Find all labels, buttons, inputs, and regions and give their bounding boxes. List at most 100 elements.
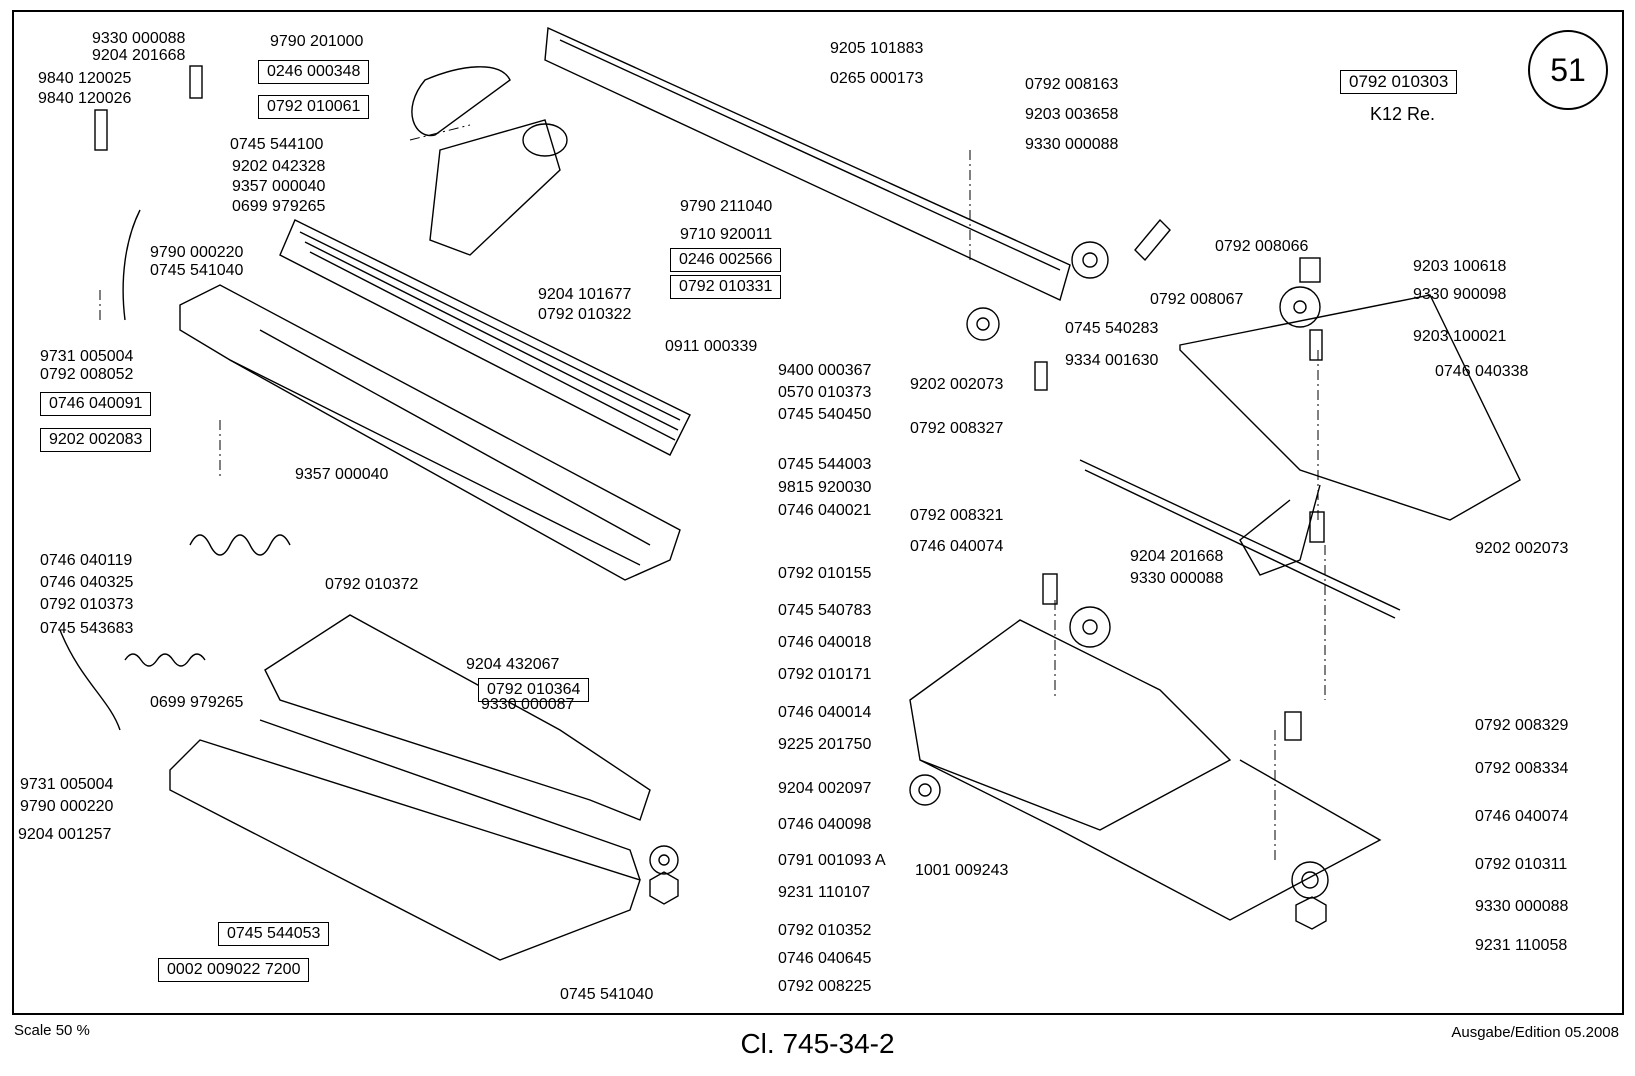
header-ref-box: 0792 010303 [1340, 70, 1458, 94]
part-number-label: 9204 201668 [92, 47, 186, 64]
part-number-label: 9204 201668 [1130, 548, 1224, 565]
drawing-title: Cl. 745-34-2 [740, 1028, 895, 1059]
part-number-label: 9202 042328 [232, 158, 326, 175]
part-number-label: 0792 010311 [1475, 856, 1568, 873]
part-number-label: 0246 002566 [670, 248, 782, 272]
edition-note: Ausgabe/Edition 05.2008 [1451, 1024, 1619, 1041]
part-number-label: 9357 000040 [232, 178, 326, 195]
part-number-label: 0265 000173 [830, 70, 924, 87]
part-number-label: 9790 211040 [680, 198, 773, 215]
part-number-label: 9731 005004 [20, 776, 114, 793]
part-number-label: 9203 100618 [1413, 258, 1507, 275]
part-number-label: 0792 010352 [778, 922, 872, 939]
part-number-label: 0570 010373 [778, 384, 872, 401]
part-number-label: 9231 110107 [778, 884, 871, 901]
part-number-label: 0746 040021 [778, 502, 872, 519]
part-number-label: 0745 544053 [218, 922, 330, 946]
part-number-label: 0745 540783 [778, 602, 872, 619]
part-number-label: 9330 900098 [1413, 286, 1507, 303]
part-number-label: 0792 010171 [778, 666, 872, 683]
part-number-label: 0746 040645 [778, 950, 872, 967]
part-number-label: 0792 010155 [778, 565, 872, 582]
part-number-label: 9205 101883 [830, 40, 924, 57]
part-number-label: 0746 040325 [40, 574, 134, 591]
part-number-label: 9204 001257 [18, 826, 112, 843]
part-number-label: 0746 040074 [910, 538, 1004, 555]
part-number-label: 9840 120026 [38, 90, 132, 107]
part-number-label: 9731 005004 [40, 348, 134, 365]
cylinder-part [411, 66, 511, 137]
part-number-label: 9204 101677 [538, 286, 632, 303]
part-number-label: 9330 000087 [481, 696, 575, 713]
part-number-label: 0246 000348 [258, 60, 370, 84]
part-number-label: 0745 540283 [1065, 320, 1159, 337]
part-number-label: 0792 010373 [40, 596, 134, 613]
channel-part [179, 284, 681, 581]
part-number-label: 0699 979265 [232, 198, 326, 215]
part-number-label: 0792 008327 [910, 420, 1004, 437]
part-number-label: 9204 432067 [466, 656, 560, 673]
bottom-plate-part [909, 619, 1232, 831]
part-number-label: 1001 009243 [915, 862, 1009, 879]
part-number-label: 0792 008052 [40, 366, 134, 383]
slotted-plate-part [1179, 294, 1521, 521]
part-number-label: 9815 920030 [778, 479, 872, 496]
part-number-label: 9710 920011 [680, 226, 773, 243]
part-number-label: 0746 040091 [40, 392, 152, 416]
part-number-label: 9202 002073 [1475, 540, 1569, 557]
part-number-label: 0745 543683 [40, 620, 134, 637]
part-number-label: 0792 008066 [1215, 238, 1309, 255]
part-number-label: 0792 010061 [258, 95, 370, 119]
part-number-label: 0792 010364 [478, 678, 590, 702]
part-number-label: 9334 001630 [1065, 352, 1159, 369]
part-number-label: 9330 000088 [1130, 570, 1224, 587]
scale-note: Scale 50 % [14, 1022, 90, 1039]
part-number-label: 9203 100021 [1413, 328, 1507, 345]
upper-bar-part [544, 26, 1071, 301]
part-number-label: 0792 008321 [910, 507, 1004, 524]
part-number-label: 9202 002083 [40, 428, 152, 452]
part-number-label: 9840 120025 [38, 70, 132, 87]
part-number-label: 9790 000220 [20, 798, 114, 815]
spring-part [189, 534, 291, 556]
part-number-label: 0746 040338 [1435, 363, 1529, 380]
drawing-frame [12, 10, 1624, 1015]
part-number-label: 0745 544100 [230, 136, 324, 153]
part-number-label: 0699 979265 [150, 694, 244, 711]
part-number-label: 9204 002097 [778, 780, 872, 797]
part-number-label: 9790 000220 [150, 244, 244, 261]
part-number-label: 9202 002073 [910, 376, 1004, 393]
part-number-label: 0792 008067 [1150, 291, 1244, 308]
part-number-label: 0792 008163 [1025, 76, 1119, 93]
part-number-label: 0792 010372 [325, 576, 419, 593]
page-number: 51 [1528, 30, 1608, 110]
comb-plate-part [169, 739, 641, 961]
part-number-label: 0792 010322 [538, 306, 632, 323]
part-number-label: 0791 001093 A [778, 852, 886, 869]
part-number-label: 9203 003658 [1025, 106, 1119, 123]
feeder-arm-part [264, 614, 651, 821]
part-number-label: 0911 000339 [665, 338, 758, 355]
part-number-label: 0792 010331 [670, 275, 782, 299]
part-number-label: 0746 040018 [778, 634, 872, 651]
part-number-label: 9330 000088 [92, 30, 186, 47]
part-number-label: 9330 000088 [1475, 898, 1569, 915]
part-number-label: 9231 110058 [1475, 937, 1568, 954]
part-number-label: 0746 040098 [778, 816, 872, 833]
part-number-label: 9330 000088 [1025, 136, 1119, 153]
part-number-label: 0745 541040 [560, 986, 654, 1003]
part-number-label: 0792 008334 [1475, 760, 1569, 777]
needle-rail-part [279, 219, 691, 456]
part-number-label: 0746 040014 [778, 704, 872, 721]
part-number-label: 0746 040074 [1475, 808, 1569, 825]
part-number-label: 0745 541040 [150, 262, 244, 279]
part-number-label: 0002 009022 7200 [158, 958, 310, 982]
part-number-label: 0746 040119 [40, 552, 133, 569]
part-number-label: 0745 540450 [778, 406, 872, 423]
part-number-label: 9400 000367 [778, 362, 872, 379]
part-number-label: 0745 544003 [778, 456, 872, 473]
type-code: K12 Re. [1370, 104, 1436, 124]
part-number-label: 0792 008329 [1475, 717, 1569, 734]
part-number-label: 9790 201000 [270, 33, 364, 50]
